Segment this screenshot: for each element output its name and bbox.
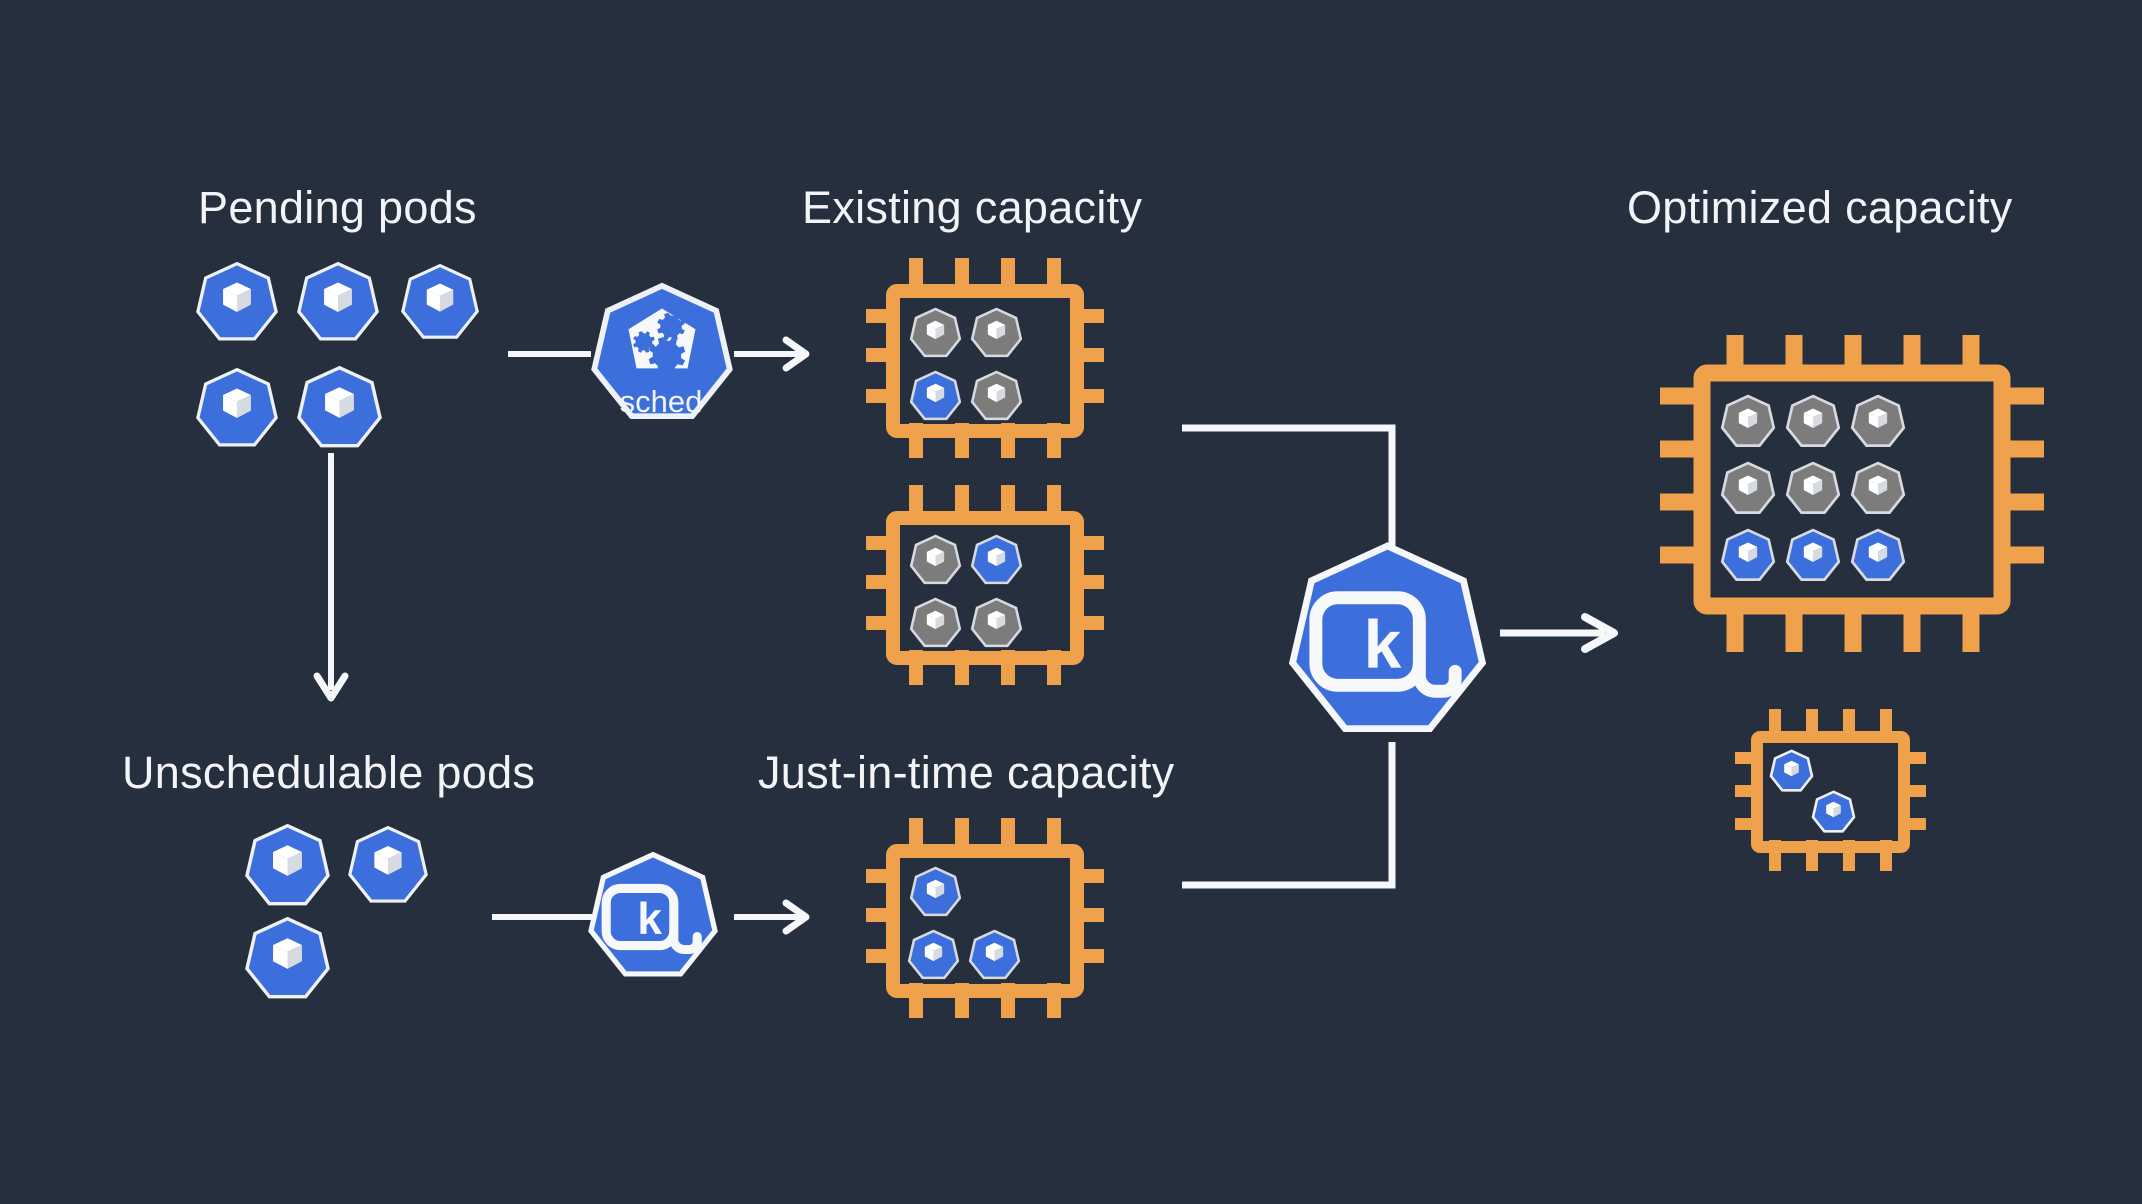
pending-pod[interactable] <box>297 366 382 448</box>
pending-pod[interactable] <box>401 263 479 339</box>
pending-pod[interactable] <box>196 262 278 341</box>
unschedulable-pod[interactable] <box>245 824 330 906</box>
optimized-capacity-chip-large[interactable] <box>1660 335 2044 652</box>
unschedulable-pods-title: Unschedulable pods <box>122 747 536 798</box>
just-in-time-capacity-chip[interactable] <box>866 818 1104 1018</box>
chip-body <box>1693 364 2011 615</box>
chip-pod <box>909 534 1023 648</box>
optimized-capacity-chip-small[interactable] <box>1735 709 1926 871</box>
unschedulable-pod[interactable] <box>348 825 428 903</box>
karpenter-logo-icon: k <box>601 883 702 955</box>
chip-body <box>886 511 1084 665</box>
pending-pod[interactable] <box>196 368 278 447</box>
chip-pod <box>1769 749 1856 833</box>
pending-pods-title: Pending pods <box>198 182 477 233</box>
karpenter-to-optimized-arrowhead <box>1581 613 1618 653</box>
karpenter-to-jit-arrowhead <box>782 899 810 935</box>
connector-lines <box>313 336 1618 935</box>
unschedulable-pods-group <box>245 824 428 999</box>
pending-pods-group <box>196 262 479 448</box>
existing-to-karpenter-elbow <box>1182 424 1396 566</box>
chip-body <box>886 844 1084 998</box>
existing-capacity-title: Existing capacity <box>802 182 1143 233</box>
existing-capacity-chip-2[interactable] <box>866 485 1104 685</box>
just-in-time-capacity-title: Just-in-time capacity <box>758 747 1175 798</box>
chip-pod <box>907 866 1021 980</box>
chip-body <box>886 284 1084 438</box>
optimized-capacity-title: Optimized capacity <box>1627 182 2013 233</box>
karpenter-k-label: k <box>1364 607 1402 682</box>
unschedulable-pod[interactable] <box>245 917 330 999</box>
karpenter-jit-node[interactable]: k <box>591 855 715 974</box>
chip-pod <box>1720 394 1906 582</box>
pending-pod[interactable] <box>297 262 379 341</box>
karpenter-logo-icon: k <box>1309 591 1462 698</box>
chip-pod <box>909 307 1023 421</box>
chip-body <box>1751 731 1910 853</box>
karpenter-main-node[interactable]: k <box>1293 546 1483 729</box>
scheduler-label: sched <box>620 384 703 419</box>
karpenter-k-label: k <box>637 895 662 944</box>
pending-to-unschedulable-arrowhead <box>313 672 349 702</box>
existing-capacity-chip-1[interactable] <box>866 258 1104 458</box>
scheduler-to-existing-arrowhead <box>782 336 810 372</box>
jit-to-karpenter-elbow <box>1182 742 1396 889</box>
scheduler-node[interactable]: sched <box>594 286 729 419</box>
